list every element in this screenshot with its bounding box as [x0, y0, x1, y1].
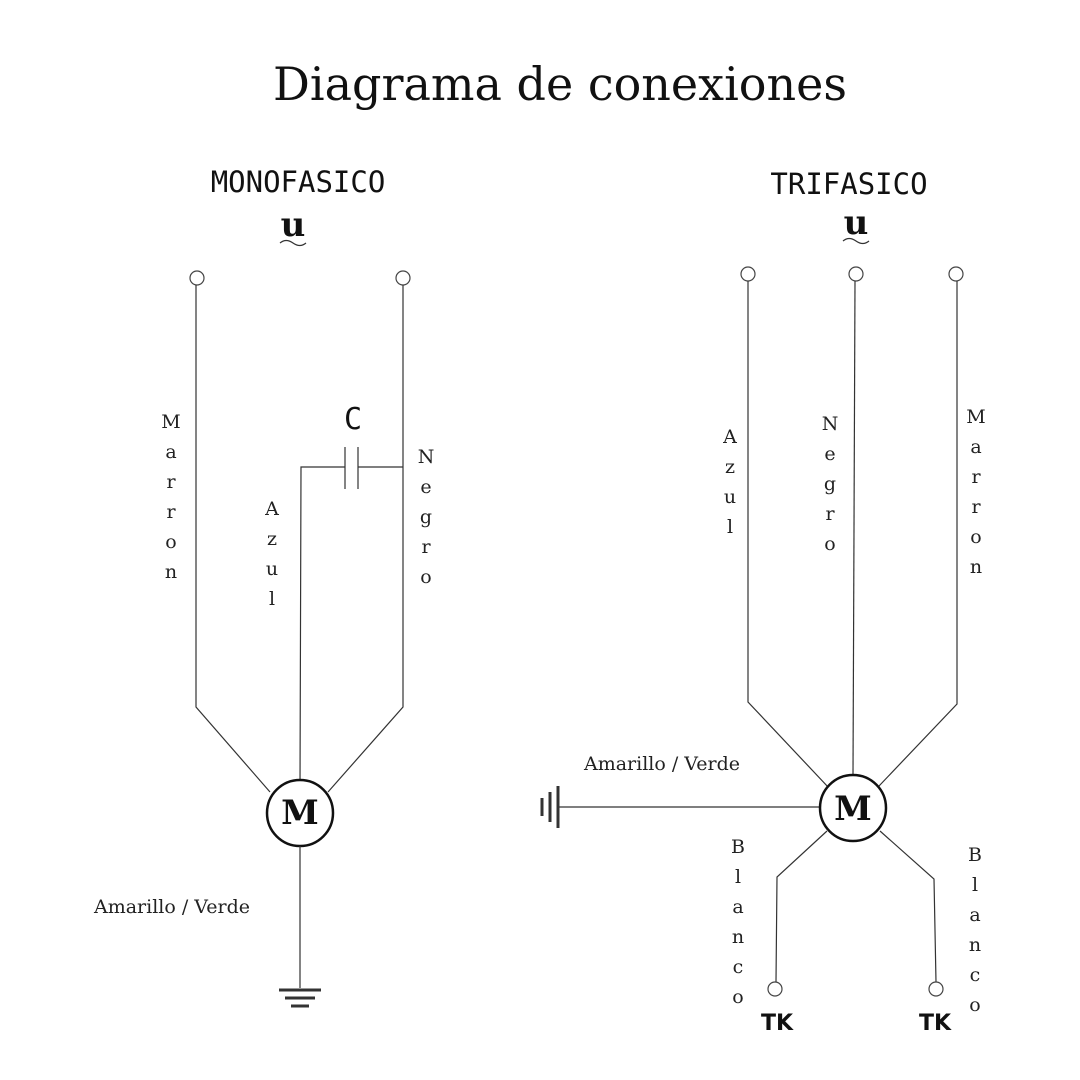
tri-terminal-left — [740, 266, 756, 282]
tri-thermo-terminal-left — [767, 981, 783, 997]
wire-label-letter: r — [825, 503, 835, 525]
wire-label-letter: g — [420, 506, 432, 528]
wire-label-letter: r — [166, 501, 176, 523]
tri-heading: TRIFASICO — [770, 167, 927, 201]
tri-wire-blanco-left — [775, 830, 828, 983]
wire-label-letter: z — [267, 528, 277, 550]
mono-wire-negro — [327, 285, 404, 793]
wire-label-letter: l — [269, 588, 275, 610]
tri-terminal-right — [948, 266, 964, 282]
mono-terminal-left — [189, 270, 205, 286]
wire-label-letter: A — [264, 498, 279, 520]
tri-motor-label: M — [834, 789, 872, 829]
wire-label-letter: c — [733, 956, 744, 978]
mono-voltage-symbol: u — [281, 205, 306, 245]
wire-label-letter: N — [822, 413, 839, 435]
wire-label-letter: u — [724, 486, 736, 508]
wire-label-letter: l — [735, 866, 741, 888]
earth-plate-icon — [540, 786, 560, 828]
page-title: Diagrama de conexiones — [273, 57, 847, 111]
wire-label-letter: a — [970, 436, 981, 458]
wire-label-letter: a — [165, 441, 176, 463]
wire-label-letter: a — [732, 896, 743, 918]
wire-label-letter: B — [731, 836, 745, 858]
wire-label-letter: r — [971, 466, 981, 488]
wire-label-letter: l — [727, 516, 733, 538]
mono-terminal-right — [395, 270, 411, 286]
tri-wire-marron — [878, 281, 958, 787]
wire-label-letter: r — [971, 496, 981, 518]
mono-tilde-icon — [279, 239, 307, 247]
wire-label-letter: a — [969, 904, 980, 926]
wire-label-letter: M — [966, 406, 985, 428]
wire-label-letter: n — [969, 934, 981, 956]
wire-label-letter: o — [420, 566, 431, 588]
mono-motor-label: M — [281, 793, 319, 833]
tri-wire-blanco-right — [879, 830, 937, 983]
mono-wire-marron — [195, 285, 271, 793]
wire-label-letter: u — [266, 558, 278, 580]
wire-label-letter: o — [970, 526, 981, 548]
tri-voltage-symbol: u — [844, 203, 869, 243]
tri-thermo-terminal-right — [928, 981, 944, 997]
tri-wire-negro — [852, 280, 856, 776]
tri-ground-label: Amarillo / Verde — [583, 753, 740, 775]
tri-motor — [818, 773, 888, 843]
ground-icon — [279, 988, 321, 1008]
wire-label-letter: c — [970, 964, 981, 986]
wire-label-letter: e — [824, 443, 835, 465]
wire-label-letter: r — [421, 536, 431, 558]
wire-label-letter: o — [165, 531, 176, 553]
capacitor-icon — [344, 447, 359, 489]
wire-label-letter: n — [165, 561, 177, 583]
tri-tilde-icon — [842, 237, 870, 245]
tri-terminal-center — [848, 266, 864, 282]
wire-label-letter: n — [732, 926, 744, 948]
wire-label-letter: N — [418, 446, 435, 468]
wire-label-letter: n — [970, 556, 982, 578]
tri-thermo-label-right: TK — [919, 1011, 952, 1036]
wire-label-letter: o — [969, 994, 980, 1016]
tri-wire-azul — [747, 281, 830, 789]
wire-label-letter: r — [166, 471, 176, 493]
wire-label-letter: o — [824, 533, 835, 555]
mono-heading: MONOFASICO — [211, 165, 386, 199]
mono-ground-label: Amarillo / Verde — [93, 896, 250, 918]
mono-wire-azul — [299, 466, 345, 788]
wire-label-letter: A — [722, 426, 737, 448]
wire-label-letter: B — [968, 844, 982, 866]
wire-label-letter: l — [972, 874, 978, 896]
capacitor-label: C — [344, 402, 362, 437]
wire-label-letter: e — [420, 476, 431, 498]
wire-label-letter: z — [725, 456, 735, 478]
wire-label-letter: g — [824, 473, 836, 495]
tri-thermo-label-left: TK — [761, 1011, 794, 1036]
wire-label-letter: o — [732, 986, 743, 1008]
wire-label-letter: M — [161, 411, 180, 433]
